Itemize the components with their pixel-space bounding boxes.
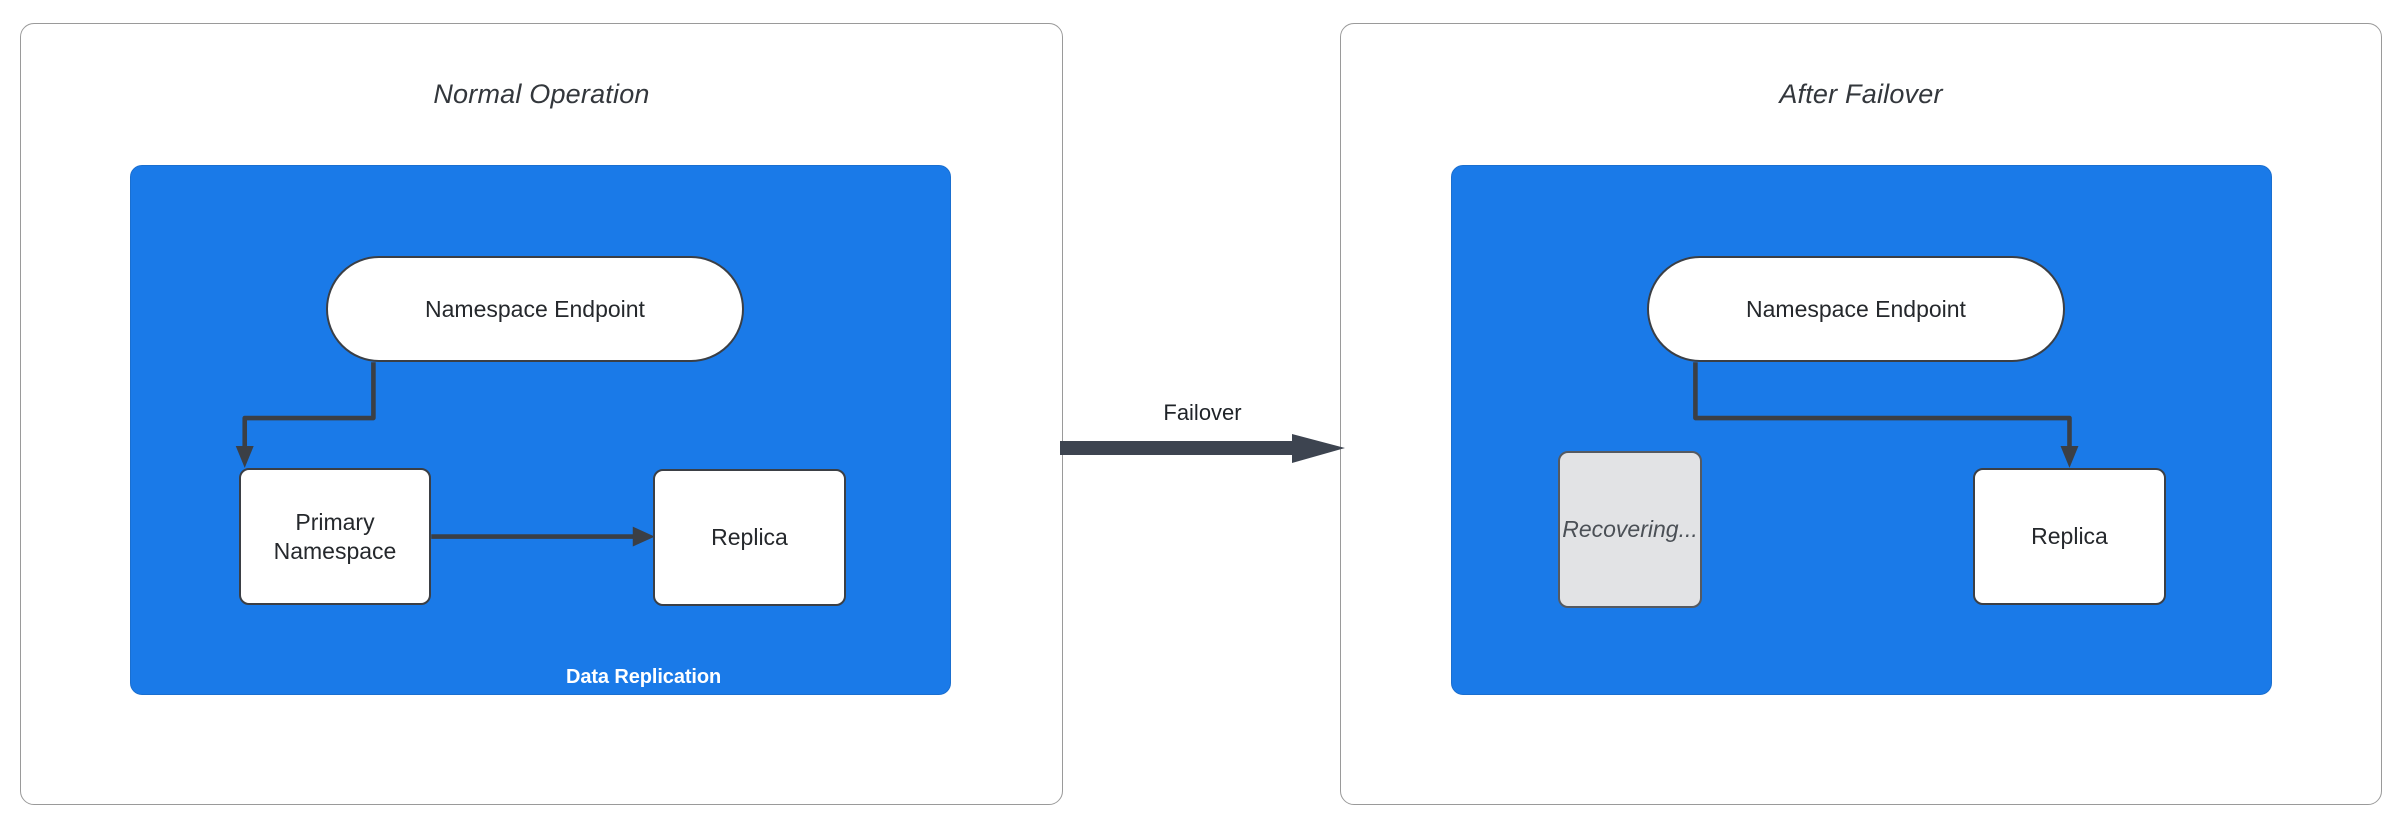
node-recovering[interactable]: Recovering... — [1558, 451, 1702, 608]
node-primary-namespace-line2: Namespace — [273, 537, 397, 564]
failover-label: Failover — [1163, 400, 1242, 425]
panel-title-after-failover: After Failover — [1779, 79, 1943, 109]
arrowhead-endpoint-to-replica — [2060, 445, 2079, 468]
arrowhead-endpoint-to-primary — [235, 445, 254, 468]
node-replica-primary-site[interactable]: Replica — [653, 469, 846, 606]
connector-endpoint-to-replica — [1693, 362, 2072, 453]
blue-region-after-failover — [1451, 165, 2272, 695]
connectors-normal-operation — [235, 362, 655, 547]
failover-transition: Failover — [1060, 400, 1345, 495]
panel-normal-operation: Normal Operation Data Replication Namesp… — [20, 23, 1063, 805]
connector-endpoint-to-primary — [242, 362, 376, 453]
node-primary-namespace-line1: Primary — [295, 509, 375, 536]
connectors-after-failover — [1693, 362, 2079, 468]
node-replica-promoted[interactable]: Replica — [1973, 468, 2166, 605]
blue-region-normal-operation: Data Replication — [130, 165, 951, 695]
failover-arrow-icon — [1060, 434, 1345, 463]
panel-after-failover: After Failover Namespace Endpoint Recove… — [1340, 23, 2382, 805]
node-namespace-endpoint[interactable]: Namespace Endpoint — [326, 256, 744, 362]
arrowhead-primary-to-replica — [632, 526, 655, 547]
node-namespace-endpoint-failover[interactable]: Namespace Endpoint — [1647, 256, 2065, 362]
edge-label-data-replication: Data Replication — [566, 666, 722, 688]
node-primary-namespace[interactable]: Primary Namespace — [239, 468, 431, 605]
panel-title-normal-operation: Normal Operation — [433, 79, 650, 109]
